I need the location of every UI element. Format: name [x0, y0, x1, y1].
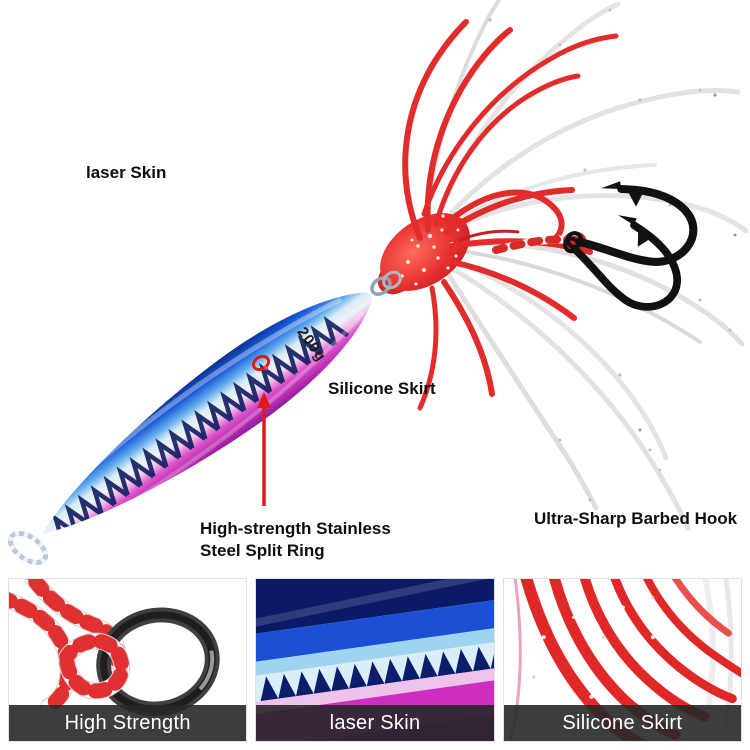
detail-panel-laser-skin: laser Skin — [255, 578, 495, 742]
detail-panel-high-strength: High Strength — [8, 578, 248, 742]
tail-loop-cord — [7, 530, 49, 566]
skirt-red-strands — [402, 19, 619, 411]
silicone-skirt-label: Silicone Skirt — [328, 379, 436, 398]
hero-section: 200g — [7, 0, 749, 566]
detail-panels: High Strength laser Skin — [0, 578, 750, 742]
detail-panel-silicone-skirt: Silicone Skirt — [502, 578, 742, 742]
panel-caption-silicone-skirt: Silicone Skirt — [503, 705, 741, 741]
panel-caption-high-strength: High Strength — [9, 705, 247, 741]
barbed-hook-label: Ultra-Sharp Barbed Hook — [534, 509, 738, 528]
split-ring-label: High-strength Stainless Steel Split Ring — [200, 519, 391, 560]
split-ring-arrow — [257, 392, 271, 506]
panel-caption-laser-skin: laser Skin — [256, 705, 494, 741]
hero-illustration: 200g — [7, 0, 749, 566]
laser-skin-label: laser Skin — [86, 163, 167, 182]
braided-loop-knot — [58, 632, 131, 700]
glitter-specks — [488, 8, 737, 502]
split-ring-marker — [251, 354, 271, 372]
split-ring-hardware — [370, 270, 402, 296]
chevron-zipper — [260, 639, 494, 702]
laser-chevron-pattern — [51, 315, 349, 543]
